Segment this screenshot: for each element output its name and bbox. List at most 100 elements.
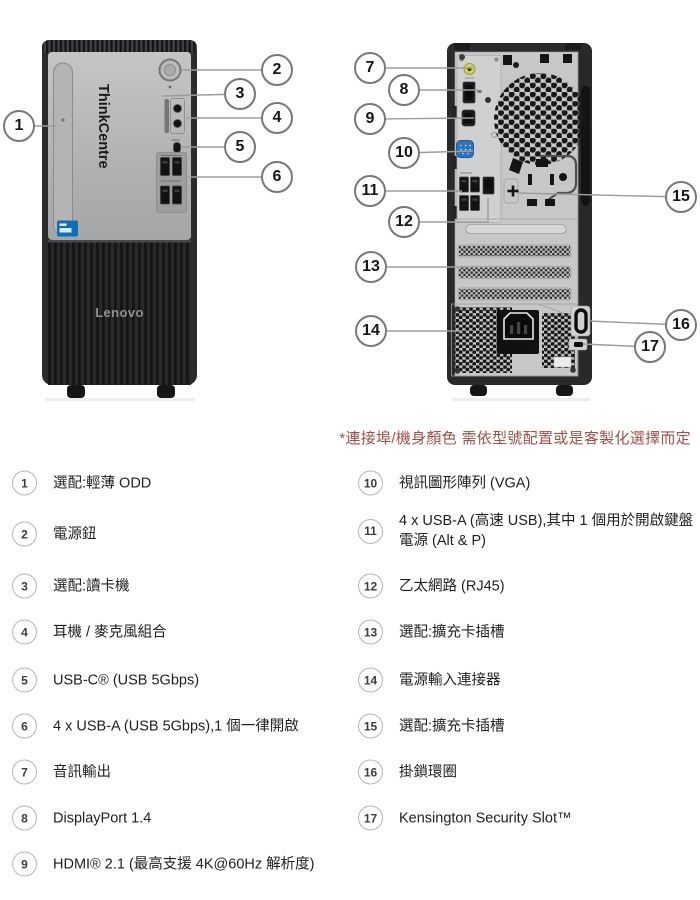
rear-foot-left bbox=[470, 385, 487, 396]
intel-core-badge bbox=[57, 220, 78, 237]
legend-item: 17 Kensington Security Slot™ bbox=[358, 805, 695, 831]
legend-item: 4 耳機 / 麥克風組合 bbox=[12, 619, 358, 645]
legend-item: 8 DisplayPort 1.4 bbox=[12, 805, 358, 831]
kensington-security-slot bbox=[568, 338, 588, 351]
callout-15: 15 bbox=[665, 181, 697, 213]
legend-item-text: 選配:擴充卡插槽 bbox=[399, 718, 505, 734]
callout-11: 11 bbox=[354, 175, 386, 207]
ethernet-port bbox=[482, 176, 495, 195]
callout-10: 10 bbox=[388, 137, 420, 169]
padlock-loop bbox=[570, 305, 591, 337]
legend-item: 15 選配:擴充卡插槽 bbox=[358, 713, 695, 739]
config-disclaimer-note: *連接埠/機身顏色 需依型號配置或是客製化選擇而定 bbox=[339, 430, 691, 447]
vga-port bbox=[456, 140, 474, 158]
legend-item-number: 3 bbox=[12, 573, 37, 599]
legend-item: 6 4 x USB-A (USB 5Gbps),1 個一律開啟 bbox=[12, 713, 358, 739]
headphone-mic-combo-jacks bbox=[170, 98, 185, 134]
tower-front-view: ThinkCentre bbox=[42, 40, 197, 401]
callout-2: 2 bbox=[261, 54, 293, 86]
displayport-port bbox=[462, 81, 482, 104]
callout-1: 1 bbox=[3, 110, 35, 142]
rear-foot-right bbox=[556, 385, 573, 396]
legend-item-text: Kensington Security Slot™ bbox=[399, 810, 572, 826]
legend-item-number: 8 bbox=[12, 805, 37, 831]
callout-3: 3 bbox=[224, 78, 256, 110]
panel-punch-outs bbox=[500, 152, 578, 218]
lenovo-logo-text: Lenovo bbox=[95, 305, 144, 320]
legend-item-text: DisplayPort 1.4 bbox=[53, 810, 152, 826]
front-usb-a-ports bbox=[156, 152, 187, 213]
legend-item: 3 選配:讀卡機 bbox=[12, 573, 358, 599]
legend-item: 10 視訊圖形陣列 (VGA) bbox=[358, 470, 695, 496]
front-ground-shadow bbox=[45, 398, 195, 401]
legend-item-number: 15 bbox=[358, 713, 383, 739]
power-inlet-connector bbox=[497, 310, 539, 354]
front-foot-left bbox=[67, 385, 85, 398]
legend-item-text: 音訊輸出 bbox=[53, 764, 111, 780]
callout-9: 9 bbox=[354, 103, 386, 135]
legend-item: 7 音訊輸出 bbox=[12, 759, 358, 785]
callout-4: 4 bbox=[261, 102, 293, 134]
legend-item-text: 乙太網路 (RJ45) bbox=[399, 578, 505, 594]
legend-item-text: 掛鎖環圈 bbox=[399, 764, 457, 780]
legend-item-number: 10 bbox=[358, 470, 383, 496]
rear-usb-a-ports bbox=[459, 172, 480, 211]
psu-label-sticker bbox=[553, 356, 572, 368]
legend-item-number: 7 bbox=[12, 759, 37, 785]
odd-slot bbox=[53, 62, 73, 236]
legend-item-text: 視訊圖形陣列 (VGA) bbox=[399, 475, 531, 491]
callout-12: 12 bbox=[388, 206, 420, 238]
legend-item-number: 5 bbox=[12, 667, 37, 693]
front-top-vent bbox=[42, 40, 197, 54]
callout-8: 8 bbox=[388, 74, 420, 106]
legend-item-number: 4 bbox=[12, 619, 37, 645]
front-lower-vent bbox=[48, 240, 191, 385]
legend-item: 11 4 x USB-A (高速 USB),其中 1 個用於開啟鍵盤電源 (Al… bbox=[358, 511, 695, 551]
legend-item-number: 16 bbox=[358, 759, 383, 785]
callout-7: 7 bbox=[354, 52, 386, 84]
towers-illustration: ThinkCentre bbox=[19, 40, 682, 401]
tower-rear-view bbox=[447, 43, 592, 401]
legend-item: 16 掛鎖環圈 bbox=[358, 759, 695, 785]
legend-item-text: 4 x USB-A (USB 5Gbps),1 個一律開啟 bbox=[53, 718, 299, 734]
power-supply-area bbox=[451, 303, 578, 377]
callout-6: 6 bbox=[261, 161, 293, 193]
front-foot-right bbox=[157, 385, 175, 398]
legend-item-text: 電源鈕 bbox=[53, 526, 97, 542]
legend-item-text: 4 x USB-A (高速 USB),其中 1 個用於開啟鍵盤電源 (Alt &… bbox=[399, 513, 694, 549]
legend-item-text: 選配:讀卡機 bbox=[53, 578, 130, 594]
legend-item-number: 12 bbox=[358, 573, 383, 599]
legend-item-number: 9 bbox=[12, 851, 37, 877]
legend-item-number: 2 bbox=[12, 521, 37, 547]
product-diagram: ThinkCentre bbox=[3, 40, 697, 401]
card-reader-slot bbox=[164, 99, 169, 133]
rear-ground-shadow bbox=[452, 398, 590, 401]
legend-item-text: 電源輸入連接器 bbox=[399, 672, 501, 688]
legend-item: 12 乙太網路 (RJ45) bbox=[358, 573, 695, 599]
front-bezel bbox=[48, 52, 191, 240]
legend-item-text: 耳機 / 麥克風組合 bbox=[53, 624, 167, 640]
legend-item: 13 選配:擴充卡插槽 bbox=[358, 619, 695, 645]
legend-item: 2 電源鈕 bbox=[12, 521, 358, 547]
legend-item-text: 選配:擴充卡插槽 bbox=[399, 624, 505, 640]
power-button bbox=[158, 58, 182, 89]
legend-item: 5 USB-C® (USB 5Gbps) bbox=[12, 667, 358, 693]
legend-item-text: 選配:輕薄 ODD bbox=[53, 475, 152, 491]
legend-item-number: 13 bbox=[358, 619, 383, 645]
legend-item-number: 1 bbox=[12, 470, 37, 496]
legend-item: 1 選配:輕薄 ODD bbox=[12, 470, 358, 496]
callout-14: 14 bbox=[355, 315, 387, 347]
thinkcentre-logo-text: ThinkCentre bbox=[95, 84, 111, 169]
legend-item-number: 17 bbox=[358, 805, 383, 831]
callout-5: 5 bbox=[224, 131, 256, 163]
fan-vent-grille bbox=[459, 54, 586, 165]
legend-item-number: 11 bbox=[358, 518, 383, 544]
legend-item: 14 電源輸入連接器 bbox=[358, 667, 695, 693]
legend-item-number: 6 bbox=[12, 713, 37, 739]
callout-16: 16 bbox=[665, 309, 697, 341]
expansion-card-slots bbox=[455, 218, 578, 301]
legend-item: 9 HDMI® 2.1 (最高支援 4K@60Hz 解析度) bbox=[12, 851, 358, 877]
callout-17: 17 bbox=[634, 331, 666, 363]
legend-item-text: USB-C® (USB 5Gbps) bbox=[53, 672, 200, 688]
